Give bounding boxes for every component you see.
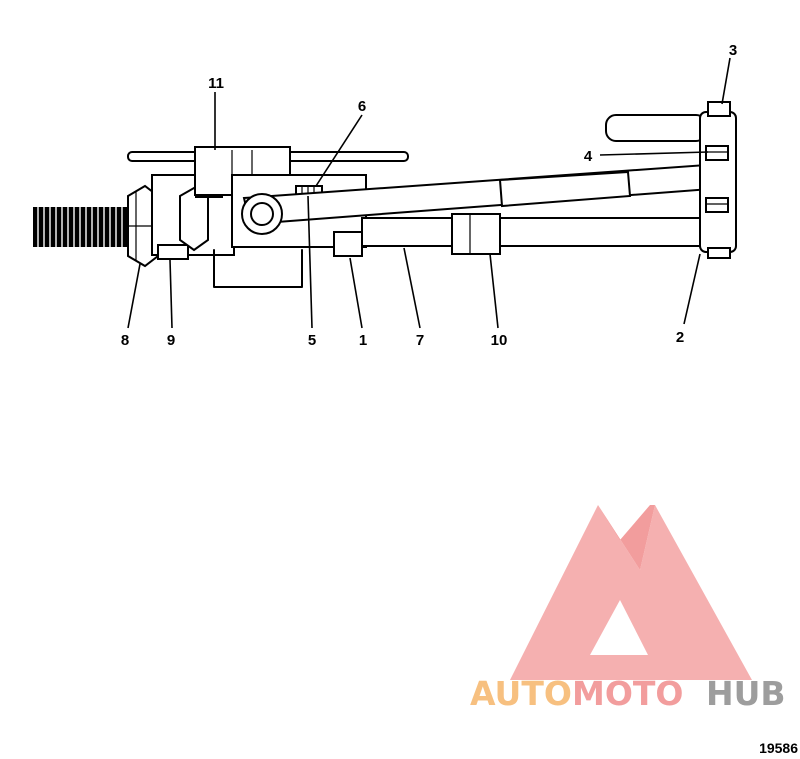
t-handle <box>127 146 409 196</box>
callout-6: 6 <box>358 98 366 115</box>
callout-1: 1 <box>359 332 367 349</box>
upper-handle <box>605 114 707 142</box>
callout-7: 7 <box>416 332 424 349</box>
watermark-text-auto: AUTO <box>470 674 572 713</box>
callout-8: 8 <box>121 332 129 349</box>
leader-lines <box>127 57 731 329</box>
callout-10: 10 <box>491 332 508 349</box>
watermark-text-hub: HUB <box>706 674 786 713</box>
figure-number: 19586 <box>759 740 798 756</box>
callout-2: 2 <box>676 329 684 346</box>
slide-bar <box>361 213 703 255</box>
callout-9: 9 <box>167 332 175 349</box>
diagonal-arm <box>241 162 726 235</box>
automotohub-watermark: AUTO MOTO HUB <box>470 505 786 713</box>
hex-nut <box>127 184 159 268</box>
callout-3: 3 <box>729 42 737 59</box>
watermark-text-moto: MOTO <box>572 674 683 713</box>
callout-5: 5 <box>308 332 316 349</box>
callout-11: 11 <box>208 75 224 92</box>
callout-4: 4 <box>584 148 593 165</box>
clamp-arm <box>699 101 737 259</box>
